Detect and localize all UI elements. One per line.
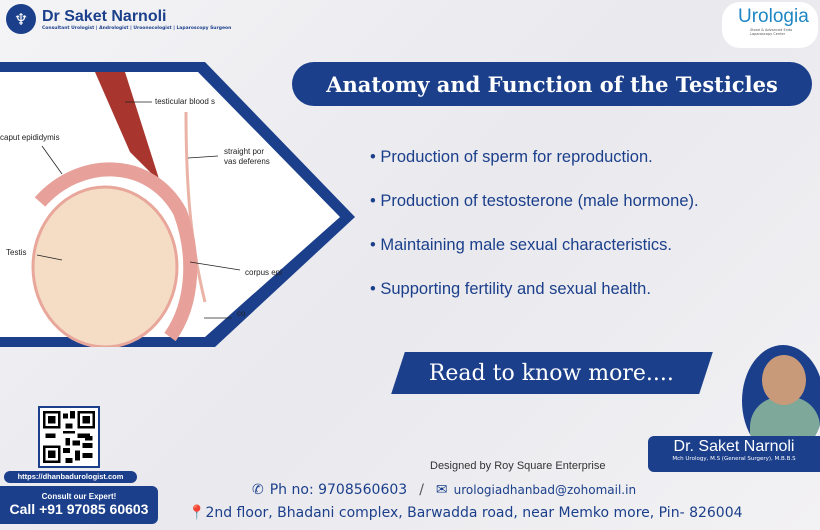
label-corpus-epididymis: corpus epi — [245, 268, 282, 277]
list-item: • Production of testosterone (male hormo… — [370, 192, 699, 210]
label-testis: Testis — [6, 248, 26, 257]
consult-phone: Call +91 97085 60603 — [9, 501, 149, 517]
brand-name: Dr Saket Narnoli — [42, 7, 167, 25]
mail-icon: ✉ — [435, 482, 448, 498]
brand-header: ♆ Dr Saket Narnoli Consultant Urologist … — [6, 4, 231, 34]
list-item: • Production of sperm for reproduction. — [370, 148, 653, 166]
function-list: • Production of sperm for reproduction. … — [370, 148, 699, 324]
consult-call-banner[interactable]: Consult our Expert! Call +91 97085 60603 — [0, 486, 158, 524]
read-more-label: Read to know more.... — [429, 360, 675, 386]
contact-line: ✆ Ph no: 9708560603 / ✉ urologiadhanbad@… — [252, 482, 636, 498]
read-more-button[interactable]: Read to know more.... — [391, 352, 713, 394]
label-straight-portion: straight por — [224, 147, 264, 156]
designer-credit: Designed by Roy Square Enterprise — [430, 460, 606, 472]
label-cauda: co — [237, 309, 246, 318]
list-item: • Maintaining male sexual characteristic… — [370, 236, 672, 254]
testis-anatomy-diagram: testicular blood s caput epididymis stra… — [0, 62, 355, 347]
phone-number[interactable]: Ph no: 9708560603 — [269, 482, 408, 498]
location-pin-icon: 📍 — [188, 505, 206, 521]
label-caput-epididymis: caput epididymis — [0, 133, 60, 142]
doctor-name: Dr. Saket Narnoli — [673, 438, 795, 455]
page-title: Anatomy and Function of the Testicles — [292, 62, 812, 106]
phone-icon: ✆ — [252, 482, 264, 498]
website-link[interactable]: https://dhanbadurologist.com — [4, 471, 137, 483]
address-text: 2nd floor, Bhadani complex, Barwadda roa… — [205, 505, 743, 521]
kidney-logo-icon: ♆ — [6, 4, 36, 34]
doctor-qualifications: Mch Urology, M.S (General Surgery), M.B.… — [672, 456, 796, 462]
urologia-logo: Urologia Stone & Advanced Endo Laparosco… — [722, 2, 818, 48]
address-line: 📍2nd floor, Bhadani complex, Barwadda ro… — [188, 505, 743, 521]
email-link[interactable]: urologiadhanbad@zohomail.in — [453, 483, 637, 497]
separator: / — [419, 482, 424, 498]
urologia-tagline: Stone & Advanced Endo Laparoscopy Center — [750, 28, 793, 36]
brand-tagline: Consultant Urologist | Andrologist | Uro… — [42, 25, 232, 31]
label-vas-deferens: vas deferens — [224, 157, 270, 166]
urologia-name: Urologia — [738, 6, 809, 27]
list-item: • Supporting fertility and sexual health… — [370, 280, 651, 298]
label-testicular-blood: testicular blood s — [155, 97, 215, 106]
qr-code[interactable] — [38, 406, 100, 468]
consult-label: Consult our Expert! — [41, 492, 117, 501]
doctor-badge: Dr. Saket Narnoli Mch Urology, M.S (Gene… — [648, 436, 820, 472]
